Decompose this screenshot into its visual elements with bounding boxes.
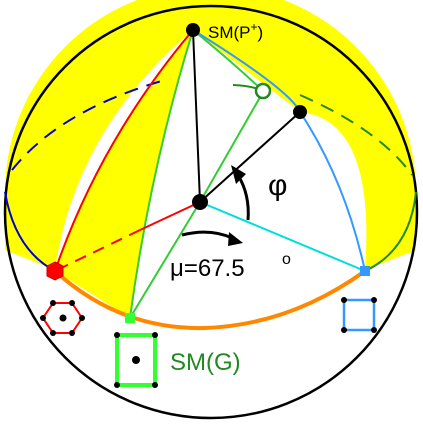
axis-vertical xyxy=(192,29,201,203)
orange-equator xyxy=(53,269,367,331)
axis-to-open-circle xyxy=(199,91,264,203)
back-equator-green-dashed xyxy=(299,94,413,176)
black-node-right xyxy=(293,105,307,119)
front-right-green-arc xyxy=(364,191,417,272)
top-label: SM(P+) xyxy=(208,20,263,42)
green-arc-left xyxy=(129,29,194,319)
green-arc-right xyxy=(192,29,263,91)
center-node xyxy=(192,194,208,210)
green-square-icon xyxy=(125,313,135,323)
red-arc xyxy=(54,29,194,272)
sphere-outline xyxy=(3,4,419,420)
hexagon-lattice-icon xyxy=(40,300,85,336)
red-hexagon-icon xyxy=(46,261,64,281)
yellow-wedge xyxy=(55,30,193,318)
top-node xyxy=(186,23,200,37)
sm-g-label: SM(G) xyxy=(170,349,241,376)
phi-label: φ xyxy=(268,169,287,202)
degree-mark: o xyxy=(282,251,291,268)
axis-to-black-node xyxy=(199,111,301,203)
green-open-circle-icon xyxy=(254,82,272,100)
mu-label: μ=67.5 xyxy=(170,255,245,282)
back-equator-blue-dashed xyxy=(11,79,166,171)
phi-arrowhead xyxy=(231,165,246,184)
yellow-cap xyxy=(5,0,416,270)
axis-red-dashed xyxy=(54,229,141,272)
axis-cyan xyxy=(199,201,366,272)
blue-square-icon xyxy=(360,266,370,276)
green-lattice-icon xyxy=(114,332,158,388)
square-lattice-icon xyxy=(341,297,377,333)
mu-arrowhead xyxy=(228,232,243,246)
axis-red-solid xyxy=(139,201,201,231)
mu-arc-arrow xyxy=(181,230,233,240)
axis-to-green-square xyxy=(129,201,201,319)
